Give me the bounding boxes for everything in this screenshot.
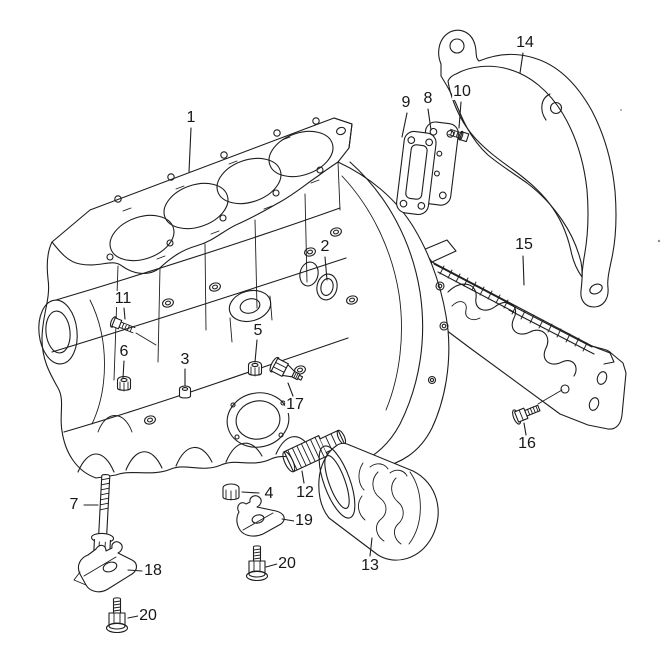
part-4-plug <box>222 483 240 501</box>
callout-12: 12 <box>295 484 315 501</box>
callout-7: 7 <box>68 496 80 513</box>
callout-14: 14 <box>515 34 535 51</box>
part-5-plug <box>247 360 263 377</box>
part-3-plug <box>178 385 192 399</box>
part-6-plug <box>116 375 132 392</box>
part-16-bolt <box>512 389 563 425</box>
part-14-gasket <box>438 29 617 308</box>
callout-2: 2 <box>319 238 331 255</box>
callout-8: 8 <box>422 90 434 107</box>
callout-1: 1 <box>185 109 197 126</box>
callout-18: 18 <box>143 562 163 579</box>
callout-17: 17 <box>285 396 305 413</box>
callout-16: 16 <box>517 435 537 452</box>
callout-5: 5 <box>252 322 264 339</box>
callout-19: 19 <box>294 512 314 529</box>
part-19-bracket <box>236 495 285 537</box>
callout-3: 3 <box>179 351 191 368</box>
part-10-bolt <box>448 128 470 143</box>
leader-lines <box>83 52 527 619</box>
callout-20a: 20 <box>277 555 297 572</box>
callout-15: 15 <box>514 236 534 253</box>
part-2-seal <box>299 261 338 301</box>
callout-6: 6 <box>118 343 130 360</box>
callout-10: 10 <box>452 83 472 100</box>
part-12-union <box>282 429 347 473</box>
callout-13: 13 <box>360 557 380 574</box>
part-15-bracket <box>422 239 627 430</box>
part-7-bolt <box>90 473 115 553</box>
part-17-sensor <box>269 356 304 381</box>
callout-11: 11 <box>113 290 133 307</box>
callout-20b: 20 <box>138 607 158 624</box>
callout-4: 4 <box>263 485 275 502</box>
part-1-cylinder-block <box>38 117 450 479</box>
part-20-bolt-upper <box>245 545 269 582</box>
part-18-bracket <box>73 541 138 593</box>
part-9-gasket <box>396 130 437 216</box>
part-20-bolt-lower <box>105 597 129 634</box>
part-11-bolt <box>109 316 157 346</box>
callout-9: 9 <box>400 94 412 111</box>
part-13-oil-filter <box>318 442 439 561</box>
